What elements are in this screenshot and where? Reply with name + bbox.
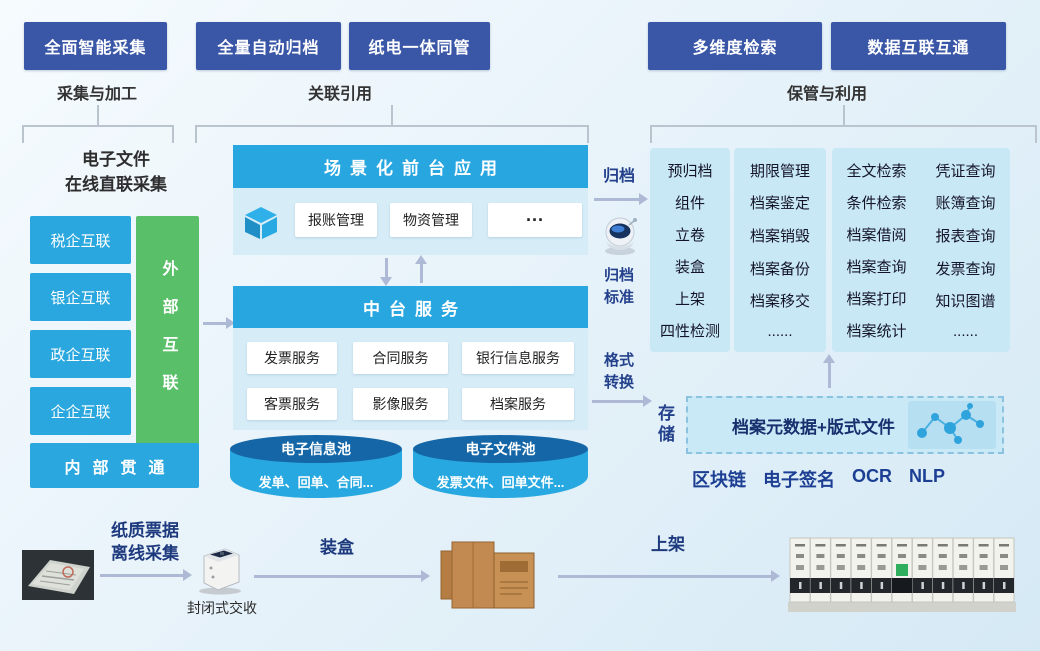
group-label-link: 关联引用 [307,86,372,103]
panel-search-query: 全文检索 条件检索 档案借阅 档案查询 档案打印 档案统计 凭证查询 账簿查询 … [832,148,1010,352]
list-item: 装盒 [674,258,705,276]
left-item-bank: 银企互联 [30,273,131,321]
tech-keywords: 区块链 电子签名 OCR NLP [692,466,945,492]
cube-icon [245,207,277,239]
list-item: 档案移交 [749,293,810,311]
service-archive: 档案服务 [462,388,574,420]
service-image: 影像服务 [353,388,448,420]
header-smart-collect: 全面智能采集 [24,22,167,70]
offline-label-line1: 纸质票据 [111,521,179,540]
offline-collect-label: 纸质票据 离线采集 [107,519,183,565]
flow-archive-label: 归档 [602,168,635,185]
app-chip-more: ··· [488,203,582,237]
bracket-left [22,125,174,143]
list-item: 档案借阅 [846,226,907,244]
mid-panel-title: 中台服务 [233,286,588,328]
internal-through-bar: 内部贯通 [30,443,199,488]
pool-einfo-title: 电子信息池 [230,435,402,463]
list-item: 全文检索 [846,162,907,180]
list-item: 发票查询 [935,260,996,278]
arrow-storage-up [823,354,835,388]
arrow-archive [594,193,648,205]
compact-shelving [788,537,1016,612]
group-label-keep: 保管与利用 [786,86,867,103]
list-item: 凭证查询 [935,162,996,180]
list-item: ...... [952,323,978,341]
header-paper-electronic: 纸电一体同管 [349,22,490,70]
tech-esign: 电子签名 [763,470,835,490]
service-bankinfo: 银行信息服务 [462,342,574,374]
service-ticket: 客票服务 [247,388,337,420]
list-item: 报表查询 [935,228,996,246]
flow-format-convert: 格式转换 [603,352,634,391]
tech-blockchain: 区块链 [692,470,746,490]
list-item: 条件检索 [846,194,907,212]
left-item-enterprise: 企企互联 [30,387,131,435]
panel-archive-manage: 预归档 组件 立卷 装盒 上架 四性检测 [650,148,730,352]
paper-documents-photo [22,550,94,600]
left-section-title: 电子文件 在线直联采集 [35,147,197,197]
external-interlink-bar: 外部互联 [136,216,199,445]
arrow-left-to-mid [203,317,235,329]
list-item: 组件 [674,194,705,212]
list-item: 档案备份 [749,260,810,278]
header-auto-archive: 全量自动归档 [196,22,341,70]
list-item: 上架 [674,290,705,308]
group-label-collect: 采集与加工 [56,86,137,103]
pool-efile-desc: 发票文件、回单文件... [436,475,565,490]
service-invoice: 发票服务 [247,342,337,374]
app-chip-material: 物资管理 [390,203,472,237]
receiving-machine [199,548,241,595]
left-item-gov: 政企互联 [30,330,131,378]
flow-storage-label: 存储 [655,404,674,446]
archive-boxes [440,541,535,609]
list-item: 档案统计 [846,322,907,340]
list-item: ...... [767,323,793,341]
header-multidim-search: 多维度检索 [648,22,822,70]
list-item: 四性检测 [659,322,720,340]
offline-label-line2: 离线采集 [111,544,179,563]
machine-label: 封闭式交收 [187,600,257,616]
molecule-icon [908,401,996,449]
arrow-shelving [558,570,780,582]
arrow-format [592,395,652,407]
list-item: 档案鉴定 [749,195,810,213]
list-item: 知识图谱 [935,293,996,311]
list-item: 档案销毁 [749,228,810,246]
boxing-label: 装盒 [320,538,354,557]
flow-archive-standard: 归档标准 [603,267,634,306]
left-title-line2: 在线直联采集 [65,175,167,194]
search-column: 全文检索 条件检索 档案借阅 档案查询 档案打印 档案统计 [832,148,921,352]
robot-icon [605,217,637,255]
query-column: 凭证查询 账簿查询 报表查询 发票查询 知识图谱 ...... [921,148,1010,352]
list-item: 档案查询 [846,258,907,276]
panel-lifecycle: 期限管理 档案鉴定 档案销毁 档案备份 档案移交 ...... [734,148,826,352]
list-item: 预归档 [667,162,713,180]
front-panel-title: 场景化前台应用 [233,145,588,188]
list-item: 期限管理 [749,162,810,180]
pool-efile: 电子文件池 发票文件、回单文件... [413,435,588,498]
pool-einfo-desc: 发单、回单、合同... [258,475,374,490]
left-title-line1: 电子文件 [82,150,150,169]
bracket-right [650,125,1037,143]
shelving-label: 上架 [651,535,685,554]
list-item: 档案打印 [846,290,907,308]
list-item: 立卷 [674,226,705,244]
tech-nlp: NLP [909,466,945,486]
arrow-boxing [254,570,430,582]
left-item-tax: 税企互联 [30,216,131,264]
tech-ocr: OCR [852,466,892,486]
arrow-offline [100,569,192,581]
pool-einfo: 电子信息池 发单、回单、合同... [230,435,402,498]
bracket-middle [195,125,589,143]
arrow-front-to-mid [380,258,392,286]
arrow-mid-to-front [415,255,427,283]
service-contract: 合同服务 [353,342,448,374]
header-data-interlink: 数据互联互通 [831,22,1006,70]
pool-efile-title: 电子文件池 [413,435,588,463]
app-chip-reimburse: 报账管理 [295,203,377,237]
storage-box-label: 档案元数据+版式文件 [732,417,895,437]
list-item: 账簿查询 [935,195,996,213]
